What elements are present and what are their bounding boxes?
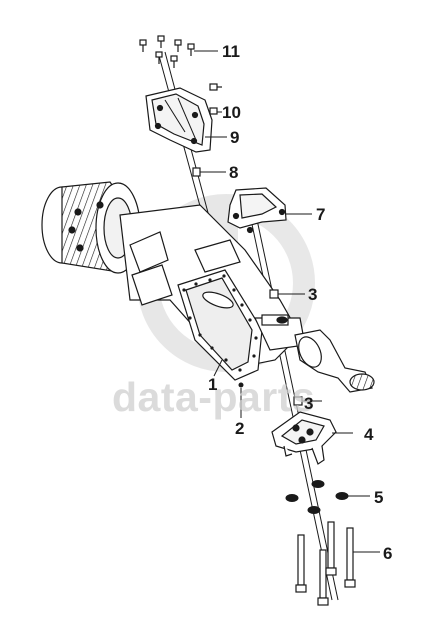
leader-lines [194,50,380,553]
axle-housing [119,204,375,393]
brake-drum [41,181,141,274]
washer-8 [192,167,201,177]
plate-4 [271,411,337,465]
callout-4: 4 [364,425,374,444]
callout-11: 11 [222,42,240,61]
watermark-text: data-parts [112,374,316,420]
callout-2: 2 [235,419,245,438]
callout-3-upper: 3 [308,285,318,304]
callout-5: 5 [374,488,384,507]
bolts-6 [295,521,356,606]
bracket-9 [145,87,213,153]
callout-9: 9 [230,128,240,147]
bracket-7 [227,187,287,234]
washers-5 [285,480,349,514]
callout-3-lower: 3 [304,394,314,413]
bolts-11 [139,35,195,68]
callout-7: 7 [316,205,326,224]
callout-8: 8 [229,163,239,182]
nut-3-upper [269,289,279,299]
callout-1: 1 [208,375,218,394]
callout-6: 6 [383,544,393,563]
bolts-10 [209,83,222,115]
callout-10: 10 [222,103,241,122]
bolt-2 [238,382,244,388]
